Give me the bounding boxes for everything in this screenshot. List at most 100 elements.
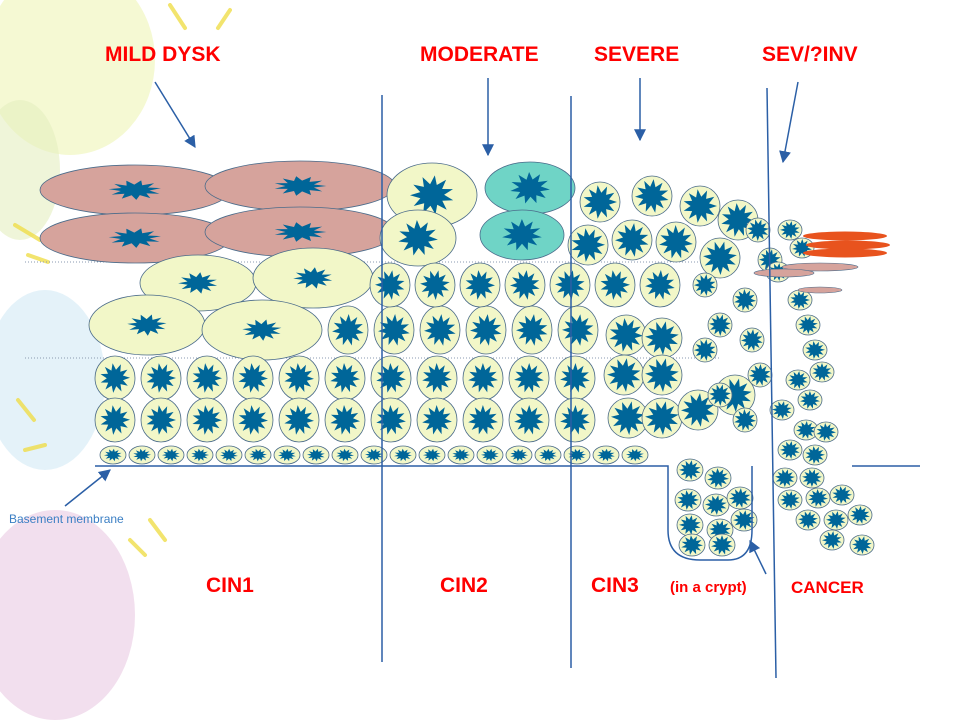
nucleus — [645, 401, 679, 435]
nucleus — [375, 270, 405, 300]
grade-label-severe: SEVERE — [594, 43, 680, 66]
nucleus — [780, 221, 800, 239]
nucleus — [805, 446, 825, 464]
nucleus — [178, 272, 218, 294]
nucleus — [659, 225, 693, 259]
nucleus — [694, 274, 716, 296]
grade-label-sev-inv: SEV/?INV — [762, 43, 858, 66]
nucleus — [802, 469, 822, 487]
nucleus — [238, 363, 268, 393]
nucleus — [734, 289, 756, 311]
nucleus — [808, 489, 828, 507]
nucleus — [502, 219, 542, 251]
nucleus — [681, 535, 703, 555]
nucleus — [734, 409, 756, 431]
nucleus — [422, 363, 452, 393]
cin3-label: CIN3 — [591, 574, 639, 597]
nucleus — [645, 358, 679, 392]
nucleus — [709, 314, 731, 336]
nucleus — [747, 219, 769, 241]
nucleus — [133, 448, 151, 462]
nucleus — [832, 486, 852, 504]
nucleus — [749, 364, 771, 386]
nucleus — [852, 536, 872, 554]
nucleus — [679, 460, 701, 480]
nucleus — [626, 448, 644, 462]
nucleus — [560, 363, 590, 393]
nucleus — [278, 448, 296, 462]
flattened-surface-cell — [803, 231, 887, 241]
nucleus — [330, 405, 360, 435]
nucleus — [470, 314, 502, 346]
nucleus — [510, 270, 540, 300]
nucleus — [192, 405, 222, 435]
nucleus — [465, 270, 495, 300]
nucleus — [394, 448, 412, 462]
flattened-surface-cell — [803, 248, 887, 258]
nucleus — [516, 314, 548, 346]
nucleus — [607, 358, 641, 392]
nucleus — [812, 363, 832, 381]
nucleus — [826, 511, 846, 529]
nucleus — [709, 384, 731, 406]
nucleus — [780, 491, 800, 509]
nucleus — [571, 228, 605, 262]
nucleus — [798, 316, 818, 334]
nucleus — [274, 222, 327, 242]
nucleus — [705, 495, 727, 515]
grade-label-moderate: MODERATE — [420, 43, 539, 66]
nucleus — [510, 172, 550, 204]
nucleus — [162, 448, 180, 462]
nucleus — [238, 405, 268, 435]
nucleus — [376, 363, 406, 393]
nucleus — [108, 180, 161, 200]
nucleus — [775, 469, 795, 487]
cin1-label: CIN1 — [206, 574, 254, 597]
nucleus — [100, 405, 130, 435]
grade-label-mild: MILD DYSK — [105, 43, 221, 66]
nucleus — [146, 363, 176, 393]
nucleus — [733, 510, 755, 530]
nucleus — [681, 393, 715, 427]
nucleus — [800, 391, 820, 409]
nucleus — [284, 363, 314, 393]
nucleus — [780, 441, 800, 459]
nucleus — [805, 341, 825, 359]
nucleus — [609, 318, 643, 352]
nucleus — [615, 223, 649, 257]
nucleus — [555, 270, 585, 300]
nucleus — [284, 405, 314, 435]
nucleus — [104, 448, 122, 462]
nucleus — [274, 176, 327, 196]
nucleus — [192, 363, 222, 393]
nucleus — [452, 448, 470, 462]
flattened-surface-cell — [806, 240, 890, 250]
nucleus — [307, 448, 325, 462]
cancer-label: CANCER — [791, 578, 864, 597]
basement-membrane — [95, 465, 753, 561]
nucleus — [679, 515, 701, 535]
cin2-label: CIN2 — [440, 574, 488, 597]
nucleus — [481, 448, 499, 462]
nucleus — [410, 175, 454, 215]
nucleus — [562, 314, 594, 346]
nucleus — [709, 520, 731, 540]
nucleus — [108, 228, 161, 248]
epithelial-cells — [39, 160, 890, 557]
nucleus — [707, 468, 729, 488]
nucleus — [635, 179, 669, 213]
nucleus — [741, 329, 763, 351]
nucleus — [420, 270, 450, 300]
nucleus — [788, 371, 808, 389]
nucleus — [822, 531, 842, 549]
nucleus — [220, 448, 238, 462]
nucleus — [583, 185, 617, 219]
nucleus — [423, 448, 441, 462]
nucleus — [424, 314, 456, 346]
crypt-label: (in a crypt) — [670, 579, 747, 596]
nucleus — [242, 319, 282, 341]
nucleus — [468, 363, 498, 393]
nucleus — [422, 405, 452, 435]
nucleus — [600, 270, 630, 300]
nucleus — [293, 267, 333, 289]
